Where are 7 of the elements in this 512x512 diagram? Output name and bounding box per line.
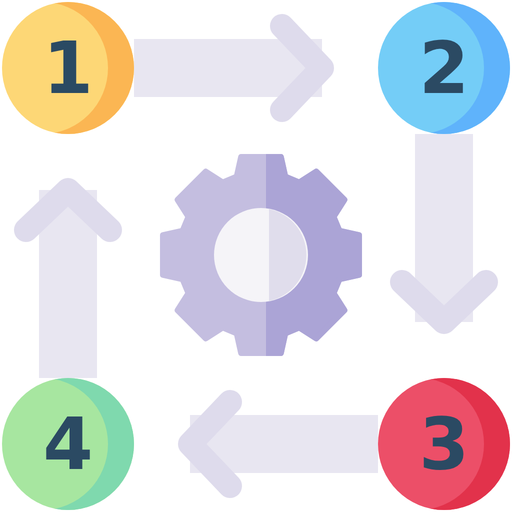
arrow — [178, 390, 378, 498]
step-number: 3 — [418, 408, 470, 480]
step-number: 1 — [42, 32, 94, 104]
step-number: 4 — [42, 408, 94, 480]
step-number: 2 — [418, 32, 470, 104]
arrow — [390, 134, 498, 334]
arrow — [14, 178, 122, 378]
